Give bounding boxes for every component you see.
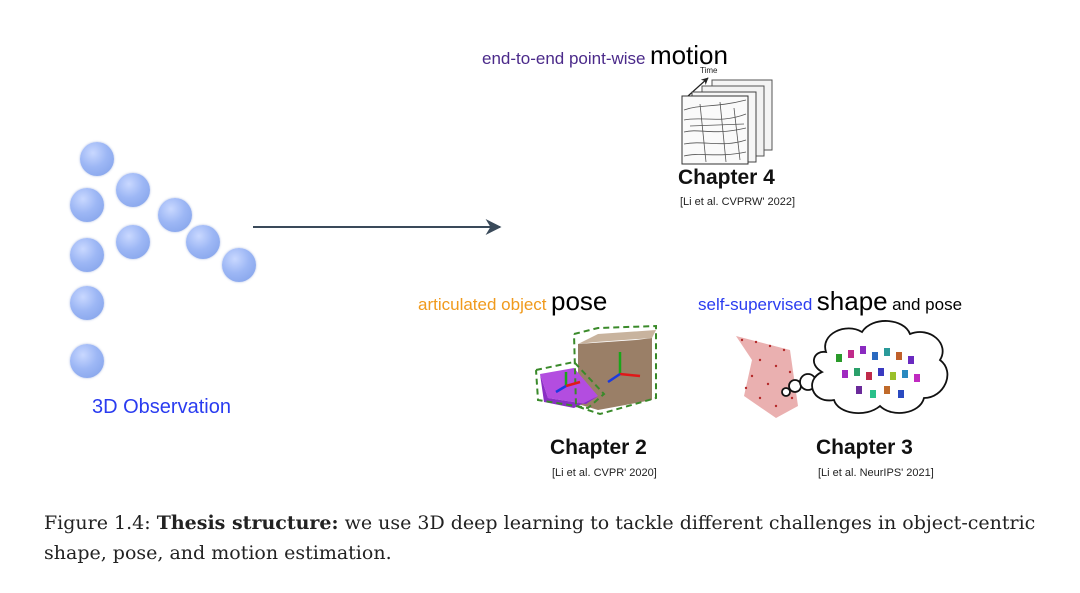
chapter-4-reference: [Li et al. CVPRW' 2022] [680, 196, 796, 208]
point-sphere [70, 286, 104, 320]
chapter-3-title: Chapter 3 [816, 436, 913, 459]
point-sphere [116, 225, 150, 259]
motion-heading: end-to-end point-wise motion [482, 40, 728, 71]
shape-suffix: and pose [892, 295, 963, 314]
point-sphere [158, 198, 192, 232]
time-label: Time [700, 66, 718, 75]
point-sphere [80, 142, 114, 176]
point-sphere [70, 344, 104, 378]
articulated-box-thumbnail [535, 324, 657, 416]
chapter-3-reference: [Li et al. NeurIPS' 2021] [818, 467, 934, 479]
motion-keyword: motion [649, 40, 728, 70]
motion-prefix: end-to-end point-wise [482, 49, 646, 68]
caption-label: Figure 1.4: [44, 512, 151, 534]
pose-keyword: pose [550, 286, 608, 316]
chapter-2-title: Chapter 2 [550, 436, 647, 459]
point-sphere [222, 248, 256, 282]
shape-keyword: shape [816, 286, 888, 316]
thought-cloud [781, 320, 949, 414]
pose-heading: articulated object pose [418, 286, 607, 317]
motion-frames-thumbnail [681, 77, 773, 165]
shape-heading: self-supervised shape and pose [698, 286, 962, 317]
point-sphere [186, 225, 220, 259]
caption-text: we use 3D deep learning to tackle differ… [44, 512, 1036, 564]
chapter-2-reference: [Li et al. CVPR' 2020] [552, 467, 657, 479]
point-cloud-thumbnail [736, 336, 798, 418]
shape-prefix: self-supervised [698, 295, 813, 314]
chapter-4-title: Chapter 4 [678, 166, 775, 189]
observation-label: 3D Observation [92, 396, 231, 418]
point-sphere [70, 238, 104, 272]
figure-caption: Figure 1.4: Thesis structure: we use 3D … [44, 508, 1044, 568]
point-sphere [70, 188, 104, 222]
point-sphere [116, 173, 150, 207]
caption-bold: Thesis structure: [156, 512, 339, 534]
pose-prefix: articulated object [418, 295, 547, 314]
thought-cloud-shapes [836, 346, 920, 398]
